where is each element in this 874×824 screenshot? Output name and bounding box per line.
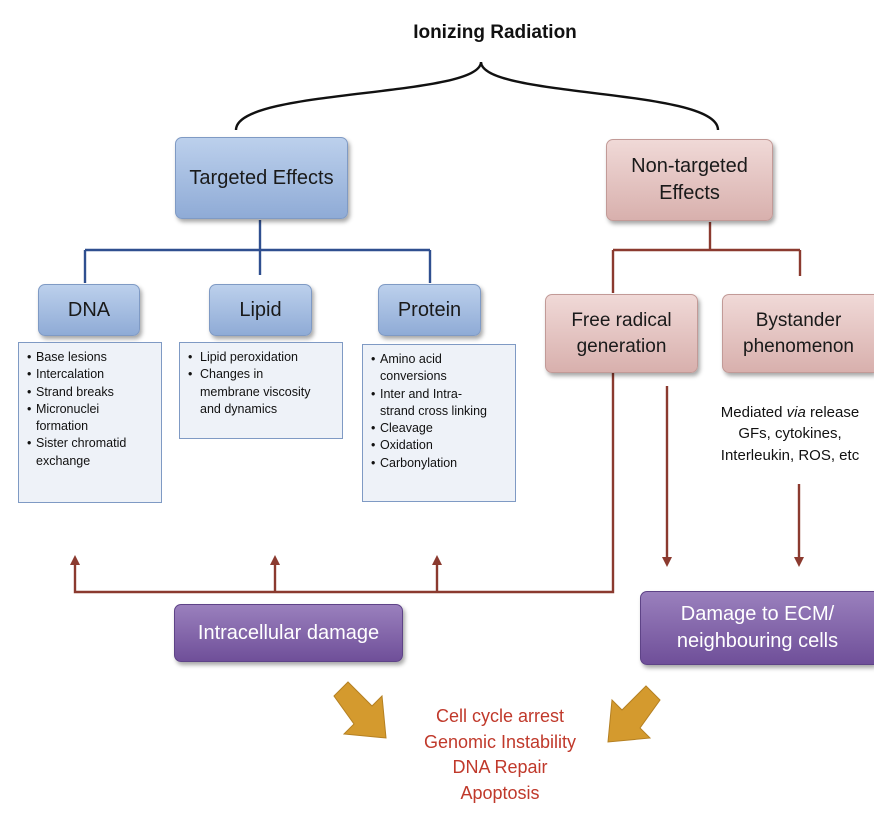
mediated-line2: GFs, cytokines,: [738, 425, 842, 443]
protein-effects-list: Amino acid conversions Inter and Intra-st…: [362, 344, 516, 502]
dna-effects-list: Base lesions Intercalation Strand breaks…: [18, 342, 162, 503]
free-radical-box: Free radical generation: [545, 294, 698, 373]
mediated-prefix: Mediated: [720, 404, 787, 421]
outcomes-list: Cell cycle arrest Genomic Instability DN…: [380, 704, 620, 806]
outcome-item: DNA Repair: [452, 757, 548, 778]
nontargeted-effects-box: Non-targeted Effects: [606, 139, 773, 221]
list-item: Carbonylation: [371, 455, 509, 473]
list-item-line: Changes in: [200, 367, 264, 382]
dna-label: DNA: [67, 298, 111, 321]
nontargeted-effects-label-line2: Effects: [659, 182, 720, 204]
list-item: Base lesions: [27, 349, 155, 367]
list-item: Inter and Intra-strand cross linking: [371, 386, 509, 421]
outcome-item: Genomic Instability: [423, 731, 577, 752]
bystander-label-line1: Bystander: [755, 309, 842, 331]
free-radical-label-line1: Free radical: [571, 309, 672, 331]
list-item: Lipid peroxidation: [188, 349, 336, 367]
targeted-effects-box: Targeted Effects: [175, 137, 348, 219]
lipid-label: Lipid: [239, 298, 282, 321]
list-item: Sister chromatid exchange: [27, 435, 155, 470]
list-item: Intercalation: [27, 366, 155, 384]
list-item: Changes in membrane viscosity and dynamics: [188, 366, 336, 418]
list-item-line: strand cross linking: [380, 403, 487, 418]
diagram-title: Ionizing Radiation: [413, 22, 577, 43]
list-item-line: Amino acid: [380, 352, 442, 366]
dna-box: DNA: [38, 284, 140, 336]
lipid-effects-list: Lipid peroxidation Changes in membrane vi…: [179, 342, 343, 439]
bystander-box: Bystander phenomenon: [722, 294, 874, 373]
list-item-line: formation: [36, 419, 89, 433]
nontargeted-effects-label-line1: Non-targeted: [631, 155, 748, 177]
free-radical-label-line2: generation: [576, 335, 667, 357]
ecm-damage-label-line1: Damage to ECM/: [680, 603, 835, 625]
list-item: Strand breaks: [27, 384, 155, 402]
top-bracket: [234, 61, 720, 131]
list-item: Oxidation: [371, 437, 509, 455]
bystander-label-line2: phenomenon: [743, 335, 854, 357]
intracellular-damage-label: Intracellular damage: [197, 621, 380, 644]
list-item: Cleavage: [371, 420, 509, 438]
list-item-line: exchange: [36, 453, 91, 468]
intracellular-damage-box: Intracellular damage: [174, 604, 403, 662]
nontargeted-tree-lines: [611, 222, 802, 293]
list-item: Amino acid conversions: [371, 351, 509, 386]
ecm-damage-label-line2: neighbouring cells: [676, 630, 839, 652]
list-item-line: conversions: [380, 369, 447, 384]
ecm-damage-box: Damage to ECM/ neighbouring cells: [640, 591, 874, 665]
mediated-via: via: [786, 404, 806, 421]
mediated-suffix: release: [805, 404, 860, 421]
list-item-line: Sister chromatid: [36, 436, 127, 451]
protein-box: Protein: [378, 284, 481, 336]
list-item-line: and dynamics: [200, 401, 278, 416]
protein-label: Protein: [397, 298, 462, 321]
gold-arrow-left: [333, 681, 387, 739]
outcome-item: Cell cycle arrest: [435, 706, 565, 726]
gold-arrow-right: [607, 685, 661, 743]
outcome-item: Apoptosis: [460, 782, 540, 803]
list-item-line: Micronuclei: [36, 401, 100, 416]
free-radical-feedback-lines: [70, 372, 804, 594]
list-item: Micronuclei formation: [27, 401, 155, 436]
list-item-line: Inter and Intra-: [380, 386, 462, 401]
targeted-tree-lines: [83, 220, 432, 283]
mediated-line1: Mediated via release: [706, 402, 874, 423]
lipid-box: Lipid: [209, 284, 312, 336]
list-item-line: membrane viscosity: [200, 384, 311, 399]
targeted-effects-label: Targeted Effects: [189, 166, 334, 189]
mediated-text: Mediated via release GFs, cytokines, Int…: [706, 402, 874, 466]
mediated-line3: Interleukin, ROS, etc: [720, 446, 860, 464]
